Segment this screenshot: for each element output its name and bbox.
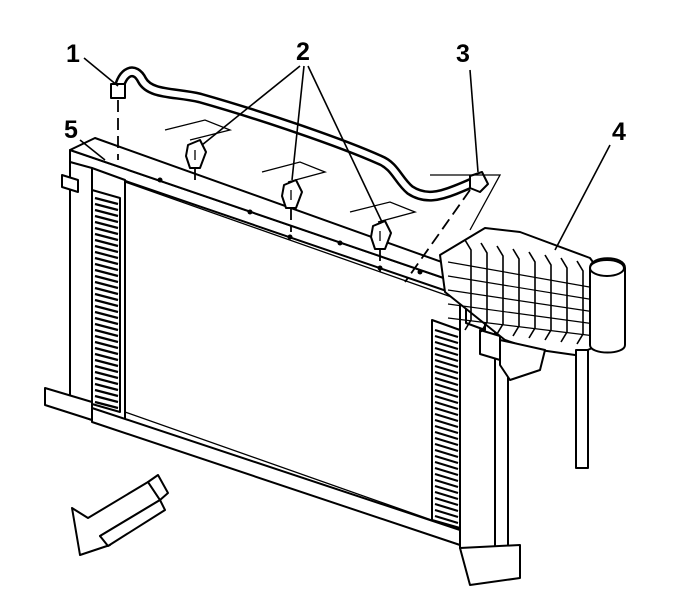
install-guide-lines bbox=[117, 100, 471, 283]
hose-clip-2 bbox=[281, 179, 303, 209]
callout-4: 4 bbox=[612, 118, 626, 146]
leader-lines bbox=[79, 57, 611, 251]
radiator-frame bbox=[44, 137, 521, 586]
callout-5: 5 bbox=[64, 116, 78, 144]
hose-clip-3 bbox=[370, 220, 392, 250]
callout-1: 1 bbox=[66, 40, 80, 68]
coolant-reservoir bbox=[439, 227, 626, 469]
left-fin-tank bbox=[91, 189, 121, 413]
callout-2: 2 bbox=[296, 38, 310, 66]
clip-mount-plates bbox=[164, 119, 502, 231]
coolant-vent-hose bbox=[110, 66, 484, 202]
hose-connector bbox=[469, 171, 489, 193]
callout-3: 3 bbox=[456, 40, 470, 68]
front-arrow-icon bbox=[71, 474, 169, 556]
hose-clip-1 bbox=[185, 139, 207, 169]
right-fin-tank bbox=[431, 319, 461, 529]
